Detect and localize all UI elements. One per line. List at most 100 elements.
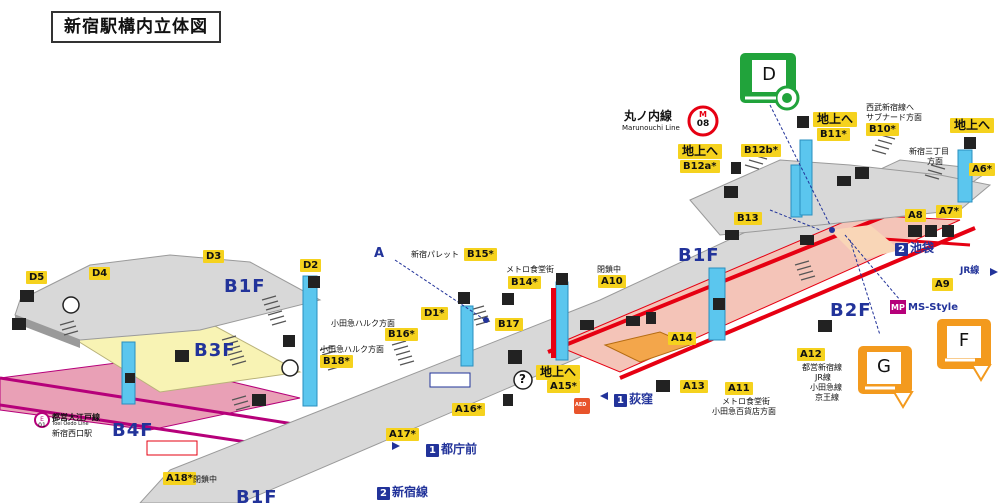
exit-d3[interactable]: D3 — [203, 250, 225, 263]
escalator-icon — [20, 290, 34, 302]
aed-label: AED — [575, 402, 587, 408]
restroom-icon — [508, 350, 522, 364]
exit-b16[interactable]: B16* — [385, 328, 418, 341]
marunouchi-code-letter: M — [699, 110, 707, 119]
restroom-icon — [908, 225, 922, 237]
telephone-icon — [503, 394, 513, 406]
exit-a16[interactable]: A16* — [452, 403, 485, 416]
gate-icon — [580, 320, 594, 330]
restroom-icon — [12, 318, 26, 330]
exit-d1[interactable]: D1* — [421, 307, 448, 320]
note-sanchome: 新宿三丁目 — [909, 147, 949, 156]
help-mark: ? — [519, 372, 526, 386]
locker-g-label: G — [877, 356, 891, 377]
elevator-a15 — [555, 281, 569, 361]
exit-a10[interactable]: A10 — [598, 275, 626, 288]
leader-lines — [394, 104, 901, 336]
note-seibu: 西武新宿線へ — [866, 103, 914, 112]
note-metro-food-a11: メトロ食堂街 — [722, 397, 770, 406]
floor-label-b2f: B2F — [830, 300, 872, 321]
exit-d4[interactable]: D4 — [89, 267, 111, 280]
escalator-icon — [308, 276, 320, 288]
locker-g — [858, 346, 914, 409]
floor-label-b1f-east: B1F — [678, 245, 720, 266]
arrow-tochomae — [392, 442, 400, 450]
exit-a9[interactable]: A9 — [932, 278, 953, 291]
atm-icon — [855, 167, 869, 179]
note-subnade: サブナード方面 — [866, 113, 922, 122]
direction-bottom-label: 新宿線 — [392, 485, 429, 499]
exit-a8[interactable]: A8 — [905, 209, 926, 222]
exit-a7[interactable]: A7* — [936, 205, 962, 218]
oedo-line-roman: Toei Oedo Line — [52, 421, 89, 427]
arrow-jr — [990, 268, 998, 276]
facility-icons — [12, 116, 976, 406]
exit-b14[interactable]: B14* — [508, 276, 541, 289]
gate-icon — [837, 176, 851, 186]
restroom-block-icon — [146, 440, 198, 456]
exit-a17[interactable]: A17* — [386, 428, 419, 441]
exit-b18[interactable]: B18* — [320, 355, 353, 368]
escalator-icon — [283, 335, 295, 347]
exit-d5[interactable]: D5 — [26, 271, 48, 284]
floor-label-b3f: B3F — [194, 340, 236, 361]
exit-b12a[interactable]: B12a* — [680, 160, 720, 173]
exit-b11[interactable]: B11* — [817, 128, 850, 141]
exit-b13[interactable]: B13 — [734, 212, 762, 225]
exit-a11[interactable]: A11 — [725, 382, 753, 395]
note-transfer-2: JR線 — [815, 373, 831, 382]
ms-mark: MP — [891, 303, 905, 312]
note-transfer-4: 京王線 — [815, 393, 839, 402]
telephone-icon — [731, 162, 741, 174]
exit-a6[interactable]: A6* — [969, 163, 995, 176]
ticket-icon — [458, 292, 470, 304]
atm-icon — [724, 186, 738, 198]
oedo-track-line — [0, 376, 301, 427]
exit-d2[interactable]: D2 — [300, 259, 322, 272]
restroom-icon — [175, 350, 189, 362]
exit-b12b[interactable]: B12b* — [741, 144, 781, 157]
note-sanchome-dir: 方面 — [927, 157, 943, 166]
restroom-icon — [942, 225, 954, 237]
to-ground-a15[interactable]: 地上へ — [536, 365, 581, 380]
note-closed-a10: 閉鎖中 — [597, 265, 621, 274]
note-transfer-3: 小田急線 — [810, 383, 842, 392]
elevator-d2 — [302, 275, 318, 407]
escalator-icon — [713, 298, 725, 310]
info-icon — [62, 296, 80, 314]
b1f-west-edge — [15, 315, 80, 348]
oedo-station: 新宿西口駅 — [52, 429, 92, 438]
to-ground-a6[interactable]: 地上へ — [950, 118, 995, 133]
arrow-ogikubo — [600, 392, 608, 400]
atm-icon — [818, 320, 832, 332]
a15-passage — [551, 288, 556, 358]
note-transfer-1: 都営新宿線 — [802, 363, 842, 372]
exit-a13[interactable]: A13 — [680, 380, 708, 393]
page-title: 新宿駅構内立体図 — [51, 11, 221, 43]
oedo-code-number: 01 — [38, 422, 46, 429]
to-ground-b11[interactable]: 地上へ — [813, 112, 858, 127]
restroom-icon — [252, 394, 266, 406]
aed-icon — [574, 398, 590, 414]
locker-f — [937, 319, 992, 382]
note-jr-line: JR線 — [960, 266, 980, 276]
exit-a14[interactable]: A14 — [668, 332, 696, 345]
gate-icon — [800, 235, 814, 245]
exit-a12[interactable]: A12 — [797, 348, 825, 361]
oedo-track-line-2 — [0, 403, 281, 449]
escalator-icon — [125, 373, 135, 383]
locker-f-label: F — [958, 330, 970, 351]
note-palette: 新宿パレット — [411, 250, 459, 259]
gate-icon — [626, 316, 640, 326]
to-ground-b12[interactable]: 地上へ — [678, 144, 723, 159]
exit-b10[interactable]: B10* — [866, 123, 899, 136]
exit-b15[interactable]: B15* — [464, 248, 497, 261]
exit-b17[interactable]: B17 — [495, 318, 523, 331]
note-odakyu-dept: 小田急百貨店方面 — [712, 407, 776, 416]
direction-tochomae-label: 都庁前 — [441, 442, 478, 456]
escalator-icon — [964, 137, 976, 149]
exit-a15[interactable]: A15* — [547, 380, 580, 393]
exit-a18[interactable]: A18* — [163, 472, 196, 485]
